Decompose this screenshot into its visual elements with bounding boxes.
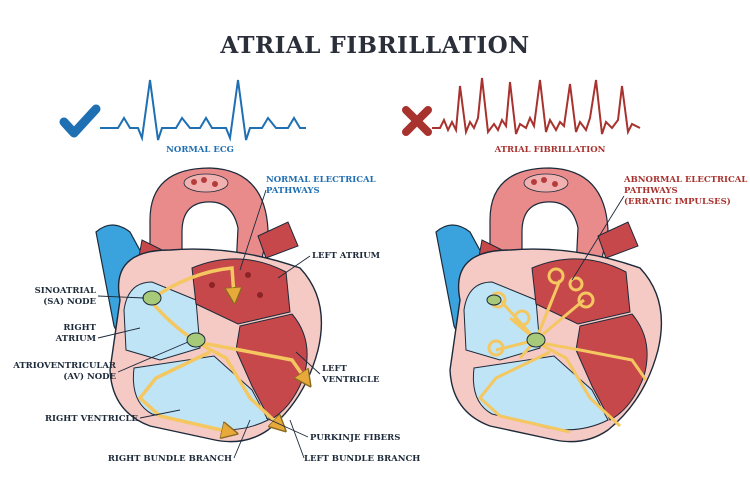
label-purkinje-fibers: PURKINJE FIBERS (310, 433, 400, 443)
page-title: ATRIAL FIBRILLATION (219, 32, 529, 59)
av-node (186, 332, 206, 348)
label-right-atrium-2: ATRIUM (55, 334, 97, 344)
label-left-bundle-branch: LEFT BUNDLE BRANCH (304, 454, 420, 464)
check-icon (59, 104, 101, 138)
left-labels: NORMAL ELECTRICAL PATHWAYS LEFT ATRIUM S… (12, 175, 420, 464)
label-left-atrium: LEFT ATRIUM (312, 251, 381, 261)
label-left-ventricle-1: LEFT (322, 364, 347, 374)
right-atrium (123, 281, 201, 361)
label-av-node-2: (AV) NODE (63, 371, 116, 382)
label-right-bundle-branch: RIGHT BUNDLE BRANCH (108, 454, 232, 464)
af-ecg-caption: ATRIAL FIBRILLATION (494, 145, 606, 155)
label-normal-pathways-2: PATHWAYS (266, 186, 320, 196)
label-abnormal-3: (ERRATIC IMPULSES) (624, 196, 731, 207)
label-abnormal-2: PATHWAYS (624, 186, 678, 196)
normal-heart (95, 167, 323, 443)
label-sa-node-1: SINOATRIAL (35, 286, 96, 296)
label-normal-pathways-1: NORMAL ELECTRICAL (266, 175, 376, 185)
label-right-atrium-1: RIGHT (63, 323, 96, 333)
label-left-ventricle-2: VENTRICLE (321, 375, 380, 385)
normal-ecg-trace (100, 79, 306, 142)
normal-ecg-section: NORMAL ECG (59, 79, 306, 155)
af-heart (435, 167, 663, 443)
label-right-ventricle: RIGHT VENTRICLE (45, 414, 139, 424)
leader-lines-left (97, 189, 321, 459)
right-labels: ABNORMAL ELECTRICAL PATHWAYS (ERRATIC IM… (623, 175, 747, 207)
af-ecg-section: ATRIAL FIBRILLATION (402, 77, 641, 155)
normal-ecg-caption: NORMAL ECG (166, 145, 234, 155)
cross-icon (402, 106, 432, 136)
label-sa-node-2: (SA) NODE (43, 296, 96, 307)
sa-node (142, 290, 162, 306)
label-abnormal-1: ABNORMAL ELECTRICAL (623, 175, 747, 185)
af-ecg-trace (432, 77, 641, 136)
label-av-node-1: ATRIOVENTRICULAR (12, 361, 117, 371)
